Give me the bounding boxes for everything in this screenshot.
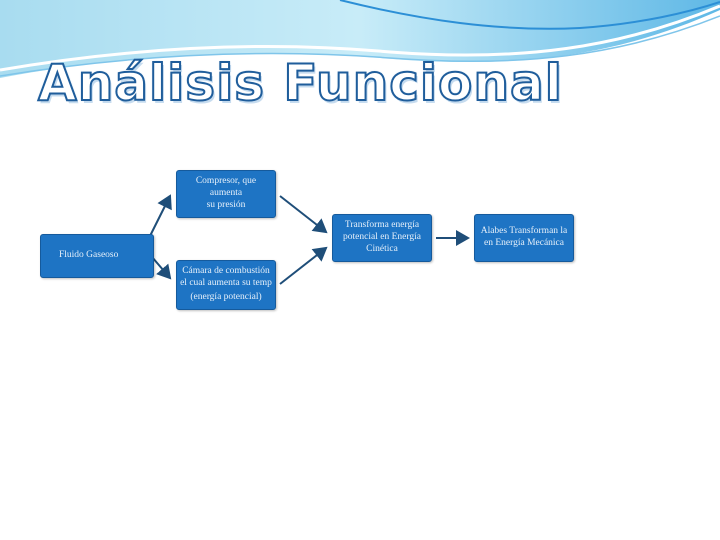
box-camara-combustion: Cámara de combustión el cual aumenta su … (176, 260, 276, 310)
header-wave-decoration (0, 0, 720, 78)
box-label-line: Cámara de combustión (182, 265, 270, 276)
box-compresor: Compresor, que aumenta su presión (176, 170, 276, 218)
box-label-line: Transforma energía (344, 220, 420, 231)
arrow-chamber-to-transform (279, 246, 328, 285)
box-label-line: en Energía Mecánica (483, 238, 564, 248)
arrow-compressor-to-transform (279, 195, 328, 234)
box-label: Fluido Gaseoso (59, 250, 119, 261)
box-transforma-energia: Transforma energía potencial en Energía … (332, 214, 432, 262)
box-fluido-gaseoso: Fluido Gaseoso (40, 234, 154, 278)
box-alabes: Alabes Transforman la en Energía Mecánic… (474, 214, 574, 262)
box-label-line: su presión (206, 199, 246, 210)
box-label-line: Alabes Transforman la (480, 226, 568, 237)
box-label-line: Cinética (366, 243, 398, 254)
box-label-line: el cual aumenta su temp (180, 277, 272, 288)
box-label-line: Compresor, que aumenta (195, 176, 257, 199)
slide-title: Análisis Funcional (37, 54, 563, 112)
box-label-line: potencial en Energía (343, 232, 421, 243)
box-label-line: (energía potencial) (190, 292, 262, 303)
